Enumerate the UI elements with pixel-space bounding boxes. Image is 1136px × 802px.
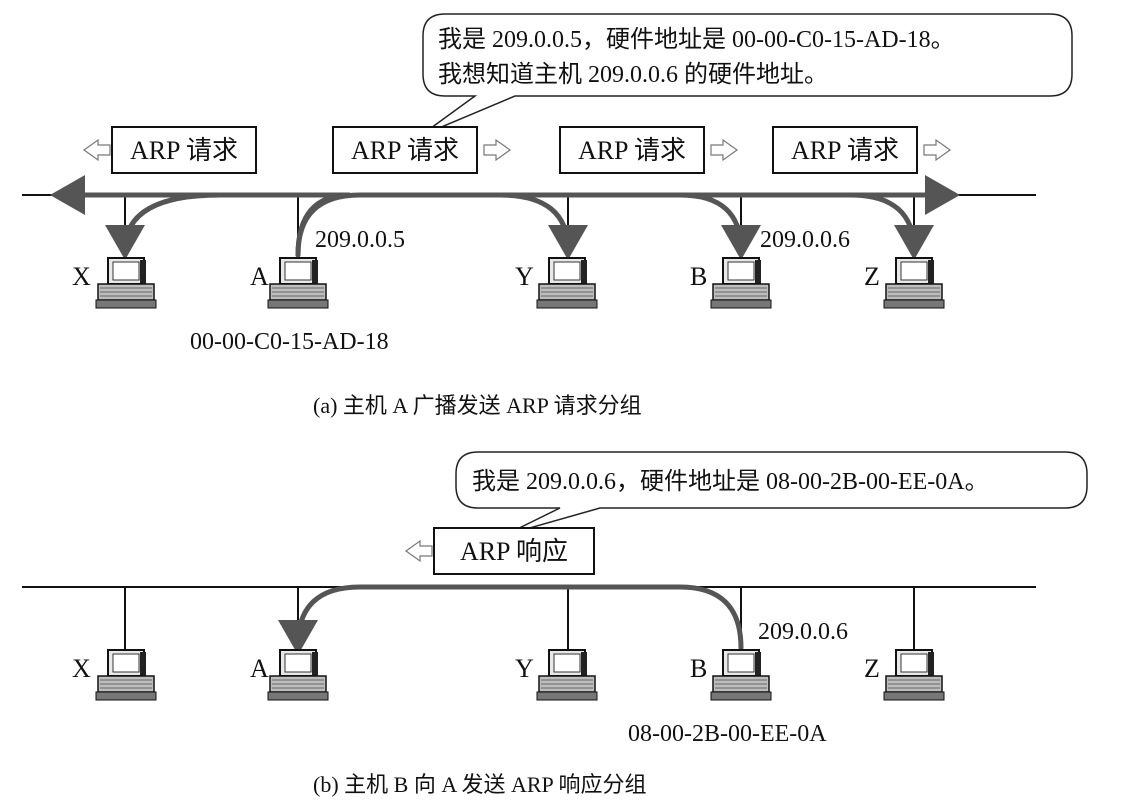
broadcast-arrows bbox=[50, 175, 960, 260]
ip-label-b: 209.0.0.6 bbox=[758, 619, 848, 645]
caption-a: (a) 主机 A 广播发送 ARP 请求分组 bbox=[313, 393, 642, 418]
caption-b: (b) 主机 B 向 A 发送 ARP 响应分组 bbox=[313, 772, 646, 797]
host-label-b: B bbox=[690, 262, 707, 291]
packet-label-reply: ARP 响应 bbox=[460, 537, 568, 566]
hollow-arrow-left-icon bbox=[405, 540, 433, 562]
host-label-x: X bbox=[72, 654, 91, 683]
host-label-a: A bbox=[250, 262, 269, 291]
mac-label-a: 00-00-C0-15-AD-18 bbox=[190, 329, 389, 355]
packet-box-reply bbox=[433, 527, 595, 575]
host-label-z: Z bbox=[864, 654, 880, 683]
reply-arrow bbox=[278, 584, 744, 655]
host-x-computer-icon bbox=[95, 257, 157, 309]
host-label-z: Z bbox=[864, 262, 880, 291]
panel-b: 我是 209.0.0.6，硬件地址是 08-00-2B-00-EE-0A。 AR… bbox=[22, 451, 1088, 797]
host-label-b: B bbox=[690, 654, 707, 683]
hollow-arrow-right-icon bbox=[483, 139, 511, 161]
speech-a-line2: 我想知道主机 209.0.0.6 的硬件地址。 bbox=[438, 61, 828, 88]
host-label-y: Y bbox=[515, 654, 534, 683]
host-b-computer-icon bbox=[710, 649, 772, 701]
packet-box-1 bbox=[111, 126, 257, 174]
host-z-computer-icon bbox=[883, 257, 945, 309]
mac-label-b: 08-00-2B-00-EE-0A bbox=[628, 721, 827, 747]
packet-label-3: ARP 请求 bbox=[578, 136, 686, 165]
hollow-arrow-right-icon bbox=[923, 139, 951, 161]
host-x-computer-icon bbox=[95, 649, 157, 701]
host-y-computer-icon bbox=[536, 649, 598, 701]
packet-label-1: ARP 请求 bbox=[130, 136, 238, 165]
panel-a: 我是 209.0.0.5，硬件地址是 00-00-C0-15-AD-18。 我想… bbox=[22, 13, 1073, 418]
speech-bubble-b: 我是 209.0.0.6，硬件地址是 08-00-2B-00-EE-0A。 bbox=[455, 451, 1088, 536]
hollow-arrow-right-icon bbox=[710, 139, 738, 161]
speech-a-line1: 我是 209.0.0.5，硬件地址是 00-00-C0-15-AD-18。 bbox=[438, 26, 955, 53]
speech-b-text: 我是 209.0.0.6，硬件地址是 08-00-2B-00-EE-0A。 bbox=[472, 468, 989, 495]
host-a-computer-icon bbox=[267, 257, 329, 309]
packet-box-2 bbox=[332, 126, 478, 174]
host-y-computer-icon bbox=[536, 257, 598, 309]
packet-label-4: ARP 请求 bbox=[791, 136, 899, 165]
host-label-a: A bbox=[250, 654, 269, 683]
host-z-computer-icon bbox=[883, 649, 945, 701]
packet-box-4 bbox=[772, 126, 918, 174]
speech-bubble-a: 我是 209.0.0.5，硬件地址是 00-00-C0-15-AD-18。 我想… bbox=[419, 13, 1073, 137]
host-b-computer-icon bbox=[710, 257, 772, 309]
hollow-arrow-left-icon bbox=[83, 139, 111, 161]
packet-label-2: ARP 请求 bbox=[351, 136, 459, 165]
host-a-computer-icon bbox=[267, 649, 329, 701]
ip-label-b: 209.0.0.6 bbox=[760, 227, 850, 253]
host-label-y: Y bbox=[515, 262, 534, 291]
packet-box-3 bbox=[559, 126, 705, 174]
ip-label-a: 209.0.0.5 bbox=[315, 227, 405, 253]
host-label-x: X bbox=[72, 262, 91, 291]
